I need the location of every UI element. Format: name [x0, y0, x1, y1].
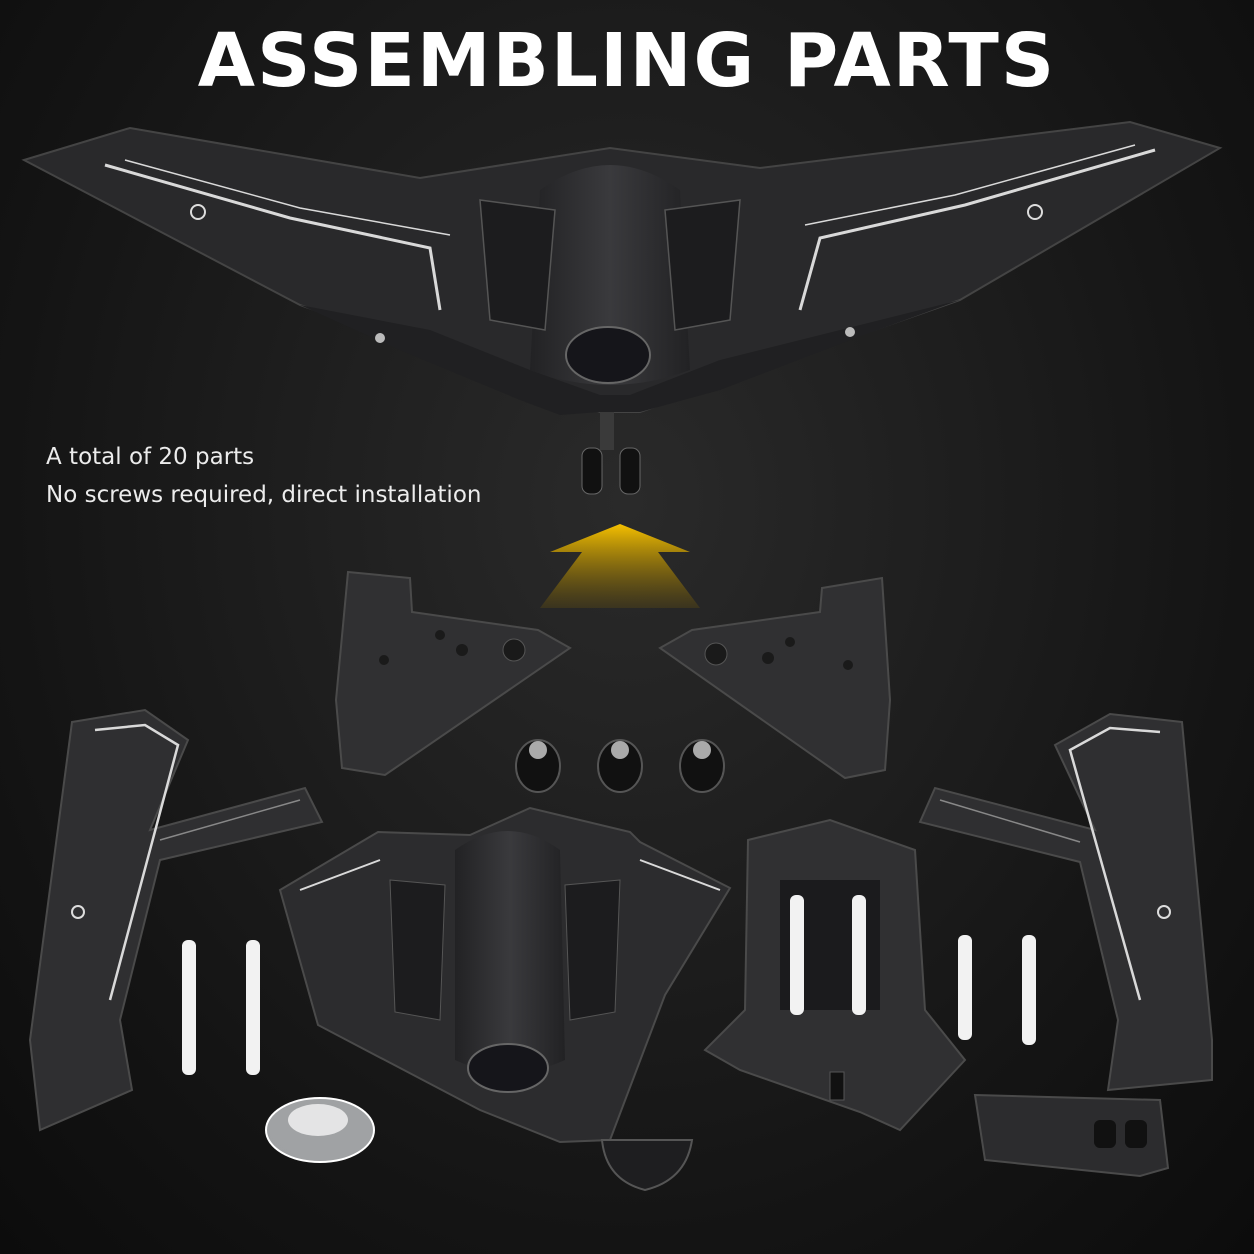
- white-rack: [246, 940, 260, 1075]
- part-center-fuselage: [278, 806, 732, 1144]
- part-clear-canopy: [265, 1097, 375, 1163]
- part-gear-bracket: [600, 1139, 694, 1192]
- part-belly-plate: [703, 818, 967, 1132]
- white-rack: [182, 940, 196, 1075]
- white-rack: [790, 895, 804, 1015]
- assembly-arrow-icon: [540, 524, 700, 608]
- info-parts-count: A total of 20 parts: [46, 444, 255, 470]
- assembled-bomber: [21, 120, 1223, 495]
- part-left-outer-wing: [28, 708, 324, 1132]
- part-right-outer-wing: [918, 712, 1213, 1092]
- info-text: A total of 20 parts No screws required, …: [46, 438, 481, 514]
- white-rack: [852, 895, 866, 1015]
- part-right-wing-root: [658, 576, 892, 780]
- part-weapon-racks: [182, 895, 1036, 1075]
- page-title: ASSEMBLING PARTS: [197, 18, 1057, 104]
- exploded-parts: [28, 570, 1213, 1192]
- wheel-part: [515, 739, 561, 793]
- part-base-block: [973, 1093, 1170, 1178]
- part-wheels: [515, 739, 725, 793]
- wheel-part: [679, 739, 725, 793]
- part-left-wing-root: [334, 570, 572, 777]
- info-installation-note: No screws required, direct installation: [46, 482, 482, 508]
- wheel-part: [597, 739, 643, 793]
- white-rack: [958, 935, 972, 1040]
- white-rack: [1022, 935, 1036, 1045]
